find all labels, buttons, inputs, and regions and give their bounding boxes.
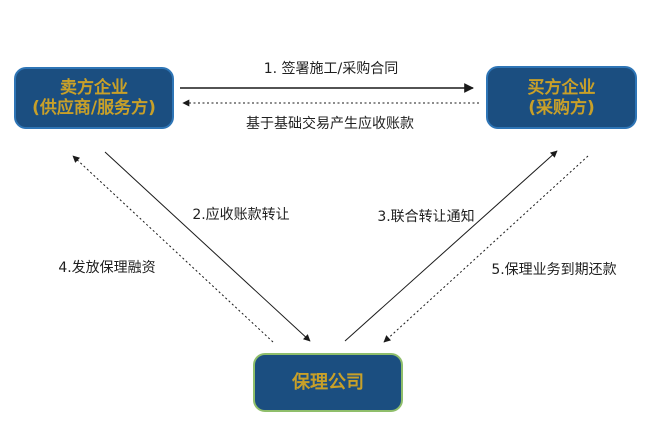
node-factor-title: 保理公司 [292,371,364,393]
node-buyer-title: 买方企业 [527,77,596,98]
edge-label-notice: 3.联合转让通知 [377,209,475,225]
edge-financing-arrow [72,155,274,343]
node-buyer-subtitle: (采购方) [528,97,595,118]
node-buyer: 买方企业 (采购方) [486,66,637,129]
edge-repayment-arrow [383,155,589,343]
edge-label-transfer: 2.应收账款转让 [192,207,290,223]
node-seller-title: 卖方企业 [60,78,128,98]
edge-label-receivable: 基于基础交易产生应收账款 [246,116,414,132]
edge-label-repayment: 5.保理业务到期还款 [491,262,617,278]
node-factor: 保理公司 [253,353,403,412]
edge-label-financing: 4.发放保理融资 [58,260,156,276]
edge-notice-arrow [344,150,558,342]
node-seller: 卖方企业 (供应商/服务方) [14,67,174,129]
edge-transfer-arrow [104,151,311,342]
node-seller-subtitle: (供应商/服务方) [32,98,156,118]
edge-label-contract: 1. 签署施工/采购合同 [263,61,399,77]
